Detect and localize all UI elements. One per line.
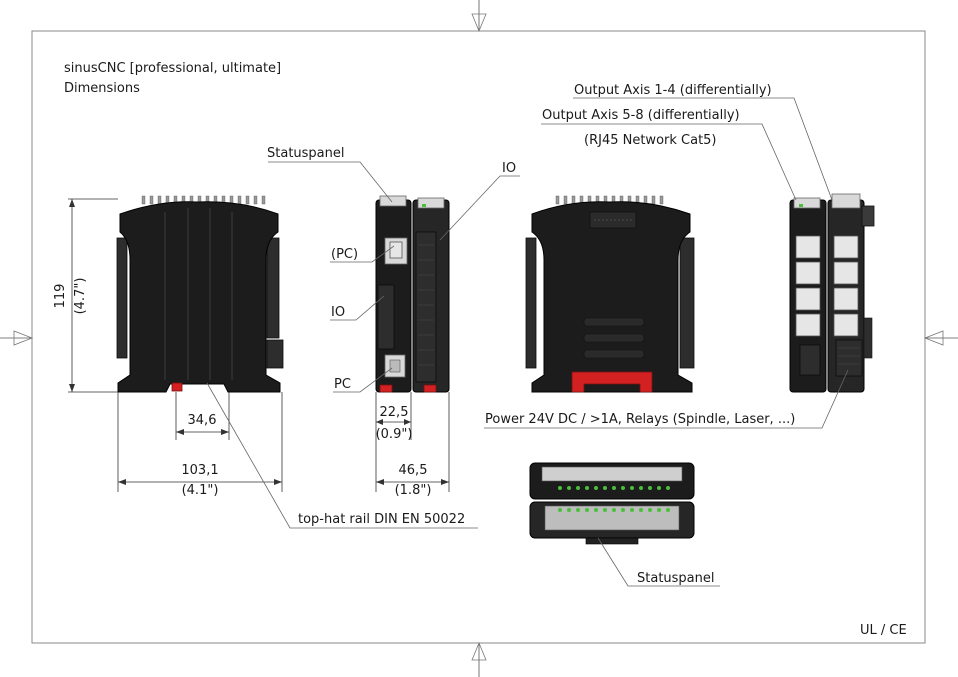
- io-top-callout: IO: [439, 161, 520, 241]
- output-5-8-label: Output Axis 5-8 (differentially): [542, 108, 740, 123]
- title-line-1: sinusCNC [professional, ultimate]: [64, 61, 281, 76]
- statuspanel-top-view: [529, 462, 695, 545]
- side-view-modules: [375, 195, 450, 393]
- io-mid-callout: IO: [330, 295, 385, 321]
- io-top-label: IO: [502, 161, 516, 176]
- width-value: 103,1: [181, 463, 218, 478]
- height-value: 119: [53, 284, 68, 309]
- title-line-2: Dimensions: [64, 81, 140, 96]
- pc-callout: PC: [333, 367, 393, 393]
- total-depth-value: 46,5: [399, 463, 428, 478]
- statuspanel-top-label: Statuspanel: [267, 146, 345, 161]
- certification-label: UL / CE: [860, 623, 907, 638]
- module-depth-value-inch: (0.9"): [376, 427, 413, 442]
- total-depth-value-inch: (1.8"): [395, 483, 432, 498]
- pc-paren-callout: (PC): [330, 245, 395, 263]
- io-mid-label: IO: [331, 305, 345, 320]
- total-depth-dimension: 46,5 (1.8"): [375, 392, 450, 498]
- module-depth-dimension: 22,5 (0.9"): [376, 392, 413, 442]
- width-dimension: 103,1 (4.1"): [117, 392, 283, 498]
- front-view-module: [116, 195, 284, 393]
- output-5-8-callout: Output Axis 5-8 (differentially): [541, 108, 797, 201]
- pc-paren-label: (PC): [331, 247, 358, 262]
- front-top-pins: [141, 195, 266, 205]
- rail-width-value: 34,6: [188, 413, 217, 428]
- rear-view-module: [525, 195, 695, 393]
- power-callout: Power 24V DC / >1A, Relays (Spindle, Las…: [484, 369, 849, 429]
- power-label: Power 24V DC / >1A, Relays (Spindle, Las…: [485, 412, 795, 427]
- top-hat-rail-callout: top-hat rail DIN EN 50022: [206, 382, 478, 529]
- output-1-4-callout: Output Axis 1-4 (differentially): [573, 83, 833, 201]
- module-depth-value: 22,5: [380, 405, 409, 420]
- width-value-inch: (4.1"): [182, 483, 219, 498]
- rail-width-dimension: 34,6: [175, 392, 230, 440]
- right-side-view-modules: [789, 193, 875, 393]
- height-dimension: 119 (4.7"): [53, 198, 118, 393]
- height-value-inch: (4.7"): [73, 278, 88, 315]
- statuspanel-bottom-callout: Statuspanel: [597, 537, 720, 587]
- rear-top-pins: [555, 195, 664, 205]
- top-hat-rail-label: top-hat rail DIN EN 50022: [298, 512, 465, 527]
- statuspanel-bottom-label: Statuspanel: [637, 571, 715, 586]
- statuspanel-top-callout: Statuspanel: [267, 146, 393, 203]
- rj45-label: (RJ45 Network Cat5): [584, 133, 717, 148]
- pc-label: PC: [334, 377, 351, 392]
- output-1-4-label: Output Axis 1-4 (differentially): [574, 83, 772, 98]
